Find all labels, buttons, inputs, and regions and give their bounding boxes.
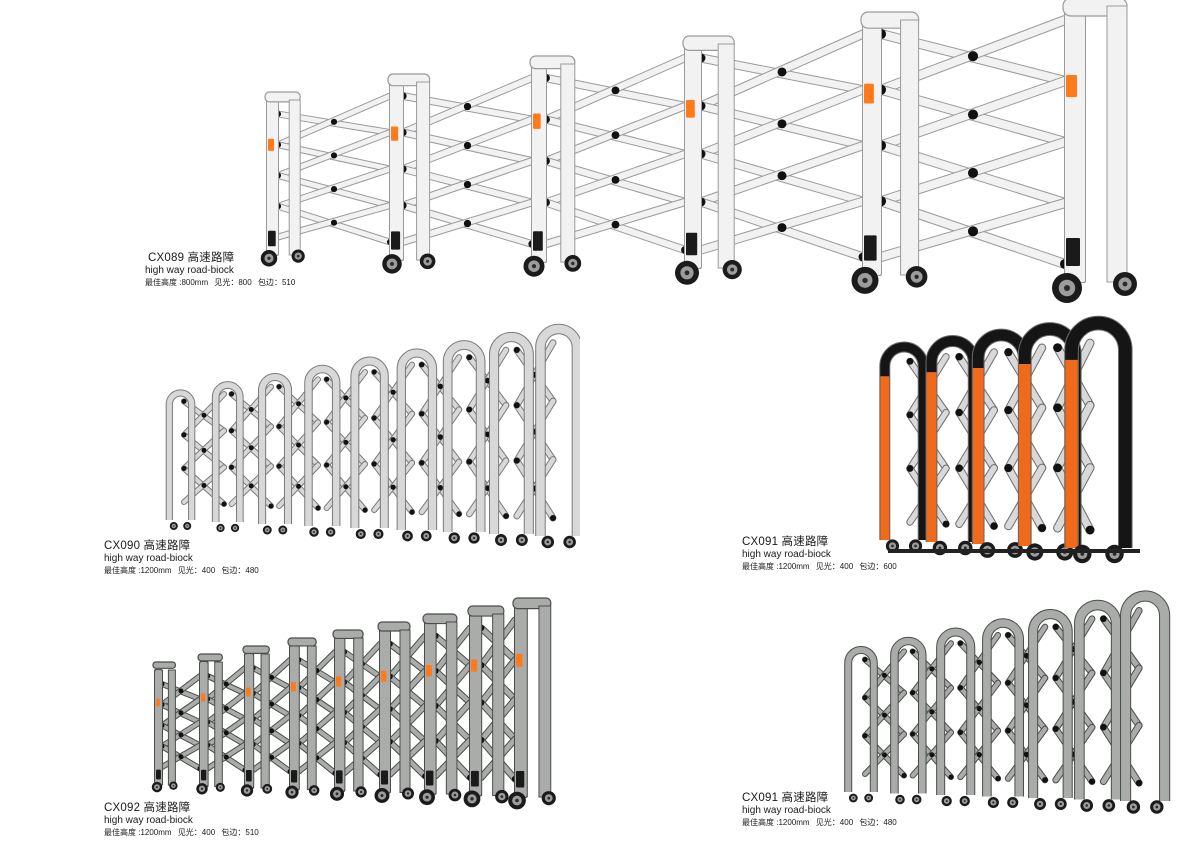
product-specs: 最佳高度 :1200mm 见光：400 包边：600 [742,562,901,571]
spec-height: 最佳高度 :1200mm [742,561,810,571]
spec-height: 最佳高度 :1200mm [104,827,172,837]
scissor-gate-orange-image [879,315,1140,564]
product-caption-cx091-stainless: CX091 高速路障 high way road-biock 最佳高度 :120… [742,792,901,827]
spec-edge: 包边：510 [257,277,296,287]
spec-gap: 见光：800 [214,277,252,287]
spec-edge: 包边：480 [221,565,259,575]
product-caption-cx089: CX089 高速路障 high way road-biock 最佳高度 :800… [145,252,299,287]
spec-height: 最佳高度 :1200mm [104,565,172,575]
product-caption-cx092: CX092 高速路障 high way road-biock 最佳高度 :120… [104,802,263,837]
product-subtitle: high way road-biock [742,805,831,817]
spec-gap: 见光：400 [177,565,216,575]
product-caption-cx091-orange: CX091 高速路障 high way road-biock 最佳高度 :120… [742,536,901,571]
spec-edge: 包边：600 [859,561,897,571]
product-subtitle: high way road-biock [104,553,193,565]
spec-height: 最佳高度 :1200mm [742,817,810,827]
product-model: CX089 高速路障 [148,252,235,264]
product-specs: 最佳高度 :1200mm 见光：400 包边：480 [742,818,901,827]
spec-height: 最佳高度 :800mm [145,277,209,287]
product-specs: 最佳高度 :1200mm 见光：400 包边：480 [104,566,263,575]
product-subtitle: high way road-biock [145,265,234,277]
scissor-gate-stainless-image [151,597,556,810]
product-subtitle: high way road-biock [104,815,193,827]
product-model: CX092 高速路障 [104,802,191,814]
spec-gap: 见光：400 [815,817,854,827]
spec-edge: 包边：510 [221,827,259,837]
product-specs: 最佳高度 :1200mm 见光：400 包边：510 [104,828,263,837]
product-model: CX091 高速路障 [742,792,829,804]
product-caption-cx090: CX090 高速路障 high way road-biock 最佳高度 :120… [104,540,263,575]
spec-gap: 见光：400 [815,561,854,571]
scissor-gate-stainless-arched-image [844,590,1171,814]
scissor-gate-arched-image [165,323,580,549]
product-specs: 最佳高度 :800mm 见光：800 包边：510 [145,278,299,287]
spec-gap: 见光：400 [177,827,216,837]
spec-edge: 包边：480 [859,817,897,827]
product-model: CX090 高速路障 [104,540,191,552]
product-model: CX091 高速路障 [742,536,829,548]
product-subtitle: high way road-biock [742,549,831,561]
scissor-gate-white-image [260,0,1137,303]
